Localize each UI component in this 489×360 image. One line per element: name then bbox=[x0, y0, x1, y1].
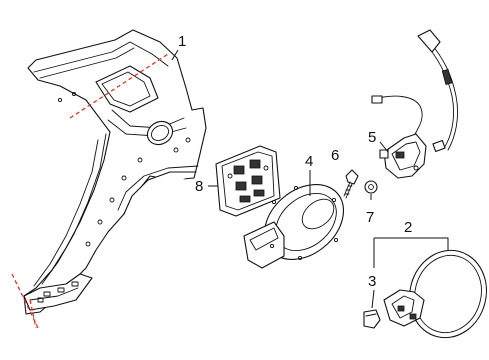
leader-1 bbox=[171, 49, 179, 61]
cut-line-lower-b bbox=[29, 299, 37, 329]
callout-2: 2 bbox=[404, 219, 412, 236]
callout-7: 7 bbox=[366, 209, 374, 226]
cut-line-lower-a bbox=[11, 273, 39, 329]
fuel-filler-housing bbox=[243, 184, 345, 269]
callout-8: 8 bbox=[195, 178, 203, 195]
fuel-module-bracket bbox=[215, 145, 281, 217]
door-bumper-clip bbox=[363, 309, 381, 329]
quarter-panel bbox=[23, 29, 207, 315]
cut-line-upper bbox=[69, 53, 169, 119]
fuel-filler-door bbox=[383, 249, 487, 339]
leader-5 bbox=[379, 141, 389, 153]
callout-3: 3 bbox=[368, 273, 376, 290]
screw bbox=[343, 169, 359, 199]
fuel-door-actuator bbox=[371, 29, 459, 179]
washer bbox=[364, 180, 378, 194]
leader-3 bbox=[371, 289, 375, 309]
callout-1: 1 bbox=[178, 33, 186, 50]
leader-2 bbox=[373, 237, 449, 268]
callout-6: 6 bbox=[331, 147, 339, 164]
callout-5: 5 bbox=[368, 129, 376, 146]
callout-4: 4 bbox=[305, 153, 313, 170]
